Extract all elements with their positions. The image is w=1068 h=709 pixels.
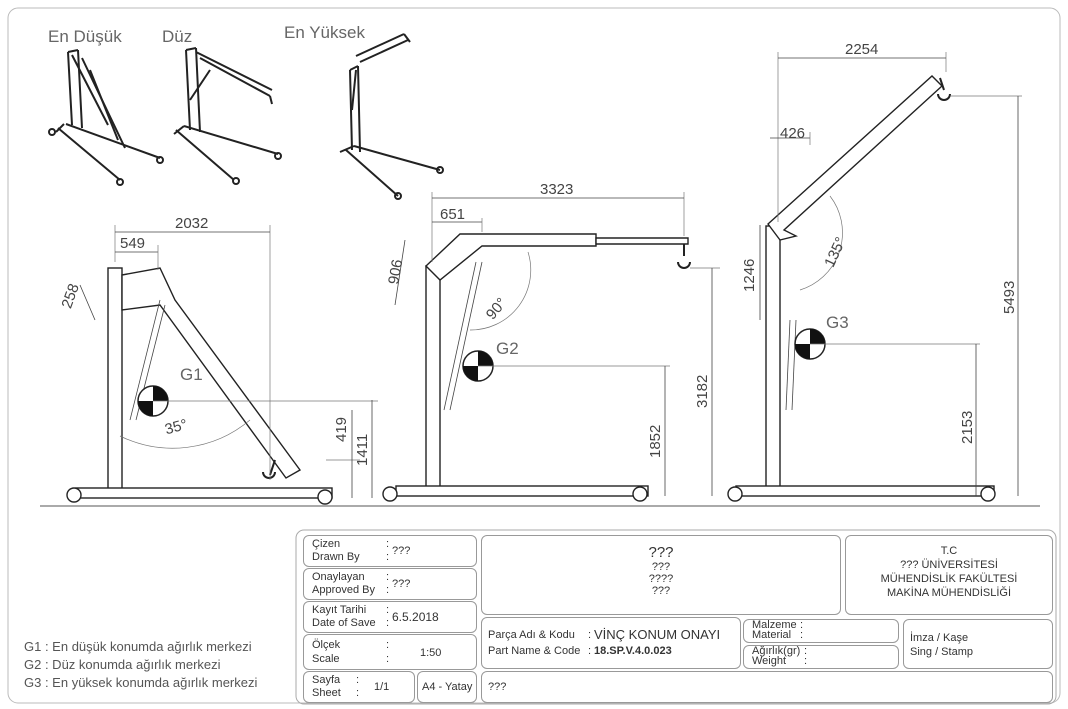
paper-cell: A4 - Yatay bbox=[417, 671, 477, 703]
drawn-by-label-en: Drawn By bbox=[312, 551, 360, 563]
sign-label-en: Sing / Stamp bbox=[910, 646, 973, 658]
v1-dim-1411: 1411 bbox=[354, 434, 371, 466]
date-label-en: Date of Save bbox=[312, 617, 376, 629]
part-code: 18.SP.V.4.0.023 bbox=[594, 645, 672, 657]
v1-dim-total: 2032 bbox=[175, 215, 208, 232]
scale-label-tr: Ölçek bbox=[312, 639, 341, 651]
v1-g-label: G1 bbox=[180, 365, 203, 384]
scale-cell: Ölçek Scale : : 1:50 bbox=[303, 634, 477, 670]
v3-angle: 135° bbox=[821, 235, 850, 270]
drawn-by-cell: Çizen Drawn By : : ??? bbox=[303, 535, 477, 567]
date-cell: Kayıt Tarihi Date of Save : : 6.5.2018 bbox=[303, 601, 477, 633]
crane-view-high bbox=[727, 52, 1022, 502]
weight-label-en: Weight bbox=[752, 655, 787, 667]
scale-label-en: Scale bbox=[312, 653, 340, 665]
faculty-name: MÜHENDİSLİK FAKÜLTESİ bbox=[880, 573, 1018, 585]
v2-dim-651: 651 bbox=[440, 206, 465, 223]
date-value: 6.5.2018 bbox=[392, 610, 439, 624]
approved-label-tr: Onaylayan bbox=[312, 571, 365, 583]
iso-label-high: En Yüksek bbox=[284, 23, 365, 42]
drawn-by-value: ??? bbox=[392, 545, 411, 557]
material-label-en: Material bbox=[752, 629, 792, 641]
drawn-by-label-tr: Çizen bbox=[312, 538, 341, 550]
v1-angle: 35° bbox=[163, 416, 189, 438]
legend-g2: G2 : Düz konumda ağırlık merkezi bbox=[24, 657, 221, 672]
v3-dim-2153: 2153 bbox=[959, 411, 976, 444]
university-cell: T.C ??? ÜNİVERSİTESİ MÜHENDİSLİK FAKÜLTE… bbox=[845, 535, 1053, 615]
iso-label-low: En Düşük bbox=[48, 27, 122, 46]
part-name: VİNÇ KONUM ONAYI bbox=[594, 627, 721, 642]
v3-dim-1246: 1246 bbox=[741, 259, 758, 292]
sheet-border bbox=[7, 7, 1061, 704]
iso-crane-low bbox=[48, 49, 164, 186]
weight-cell: Ağırlık(gr) Weight : : bbox=[743, 645, 899, 669]
legend-g3: G3 : En yüksek konumda ağırlık merkezi bbox=[24, 675, 258, 690]
sheet-label-en: Sheet bbox=[312, 687, 341, 699]
uni-name: ??? ÜNİVERSİTESİ bbox=[900, 559, 998, 571]
project-line-2: ???? bbox=[648, 573, 674, 585]
project-line-3: ??? bbox=[651, 585, 671, 597]
legend-g1: G1 : En düşük konumda ağırlık merkezi bbox=[24, 639, 252, 654]
approved-value: ??? bbox=[392, 578, 411, 590]
approved-by-cell: Onaylayan Approved By : : ??? bbox=[303, 568, 477, 600]
v3-dim-5493: 5493 bbox=[1001, 281, 1018, 314]
sheet-label-tr: Sayfa bbox=[312, 674, 341, 686]
crane-view-flat bbox=[382, 192, 720, 502]
v1-dim-549: 549 bbox=[120, 235, 145, 252]
sheet-cell: Sayfa Sheet : : 1/1 bbox=[303, 671, 415, 703]
v3-dim-426: 426 bbox=[780, 125, 805, 142]
title-block-frame bbox=[295, 529, 1057, 705]
v1-dim-258: 258 bbox=[58, 281, 83, 310]
v2-dim-906: 906 bbox=[385, 258, 406, 286]
iso-label-flat: Düz bbox=[162, 27, 192, 46]
v1-dim-419: 419 bbox=[333, 417, 350, 442]
iso-crane-high bbox=[339, 33, 444, 200]
project-cell: ??? ??? ???? ??? bbox=[481, 535, 841, 615]
uni-tc: T.C bbox=[940, 545, 958, 557]
material-label-tr: Malzeme bbox=[752, 619, 797, 631]
project-line-1: ??? bbox=[651, 561, 671, 573]
approved-label-en: Approved By bbox=[312, 584, 375, 596]
scale-value: 1:50 bbox=[420, 647, 442, 659]
crane-view-low bbox=[66, 225, 378, 505]
iso-crane-flat bbox=[173, 47, 282, 185]
signature-cell: İmza / Kaşe Sing / Stamp bbox=[903, 619, 1053, 669]
department-name: MAKİNA MÜHENDİSLİĞİ bbox=[886, 587, 1012, 599]
weight-label-tr: Ağırlık(gr) bbox=[752, 645, 801, 657]
v2-dim-3182: 3182 bbox=[694, 375, 711, 408]
sheet-value: 1/1 bbox=[374, 681, 390, 693]
v2-dim-1852: 1852 bbox=[647, 425, 664, 458]
material-cell: Malzeme Material : : bbox=[743, 619, 899, 643]
part-label-en: Part Name & Code bbox=[488, 645, 581, 657]
description-value: ??? bbox=[488, 681, 507, 693]
v2-dim-total: 3323 bbox=[540, 181, 573, 198]
paper-value: A4 - Yatay bbox=[422, 681, 473, 693]
description-cell: ??? bbox=[481, 671, 1053, 703]
v3-dim-total: 2254 bbox=[845, 41, 878, 58]
legend: G1 : En düşük konumda ağırlık merkezi G2… bbox=[24, 638, 257, 692]
date-label-tr: Kayıt Tarihi bbox=[312, 604, 367, 616]
sign-label-tr: İmza / Kaşe bbox=[910, 632, 969, 644]
v2-g-label: G2 bbox=[496, 339, 519, 358]
v3-g-label: G3 bbox=[826, 313, 849, 332]
part-cell: Parça Adı & Kodu Part Name & Code : : Vİ… bbox=[481, 617, 741, 669]
part-label-tr: Parça Adı & Kodu bbox=[488, 629, 575, 641]
project-title: ??? bbox=[648, 544, 674, 561]
